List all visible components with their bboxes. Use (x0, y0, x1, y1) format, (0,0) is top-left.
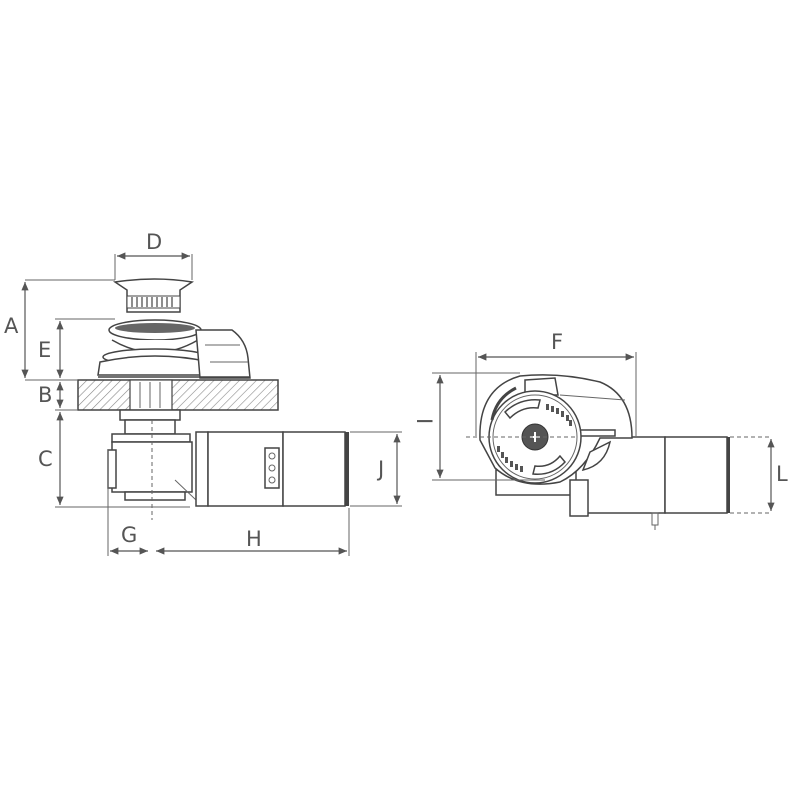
label-B: B (38, 383, 52, 407)
side-view (77, 278, 349, 520)
label-I: I (412, 418, 436, 424)
terminals (264, 447, 280, 489)
dimensions-side: D A E B C J G H (4, 230, 402, 556)
deck-section (77, 379, 279, 411)
label-E: E (38, 338, 51, 362)
label-C: C (38, 447, 53, 471)
housing (195, 329, 251, 379)
label-G: G (121, 523, 137, 547)
top-view (466, 374, 770, 530)
label-D: D (146, 230, 162, 254)
motor-flange (195, 431, 209, 507)
label-J: J (376, 457, 384, 481)
label-H: H (246, 527, 262, 551)
label-A: A (4, 314, 19, 338)
label-L: L (776, 462, 788, 486)
label-F: F (551, 330, 563, 354)
dimensions-top: F I L (412, 330, 788, 511)
